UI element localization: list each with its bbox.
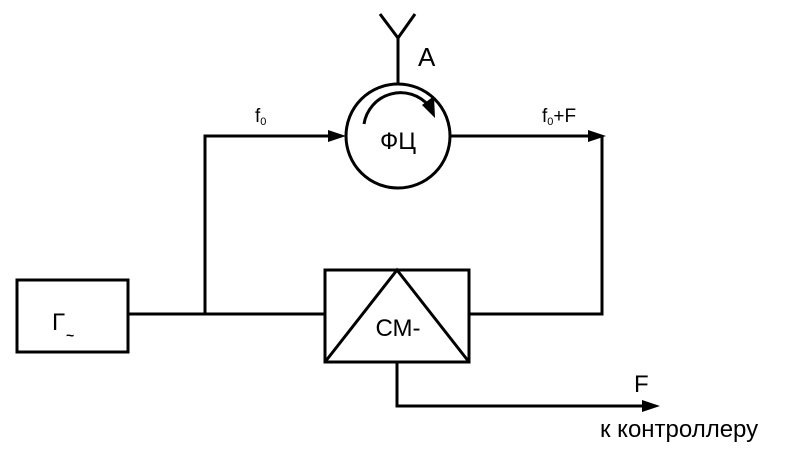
generator-block	[15, 278, 130, 354]
mixer-triangle	[323, 267, 471, 363]
antenna-left-arm	[378, 13, 400, 39]
wire-to-controller	[395, 362, 645, 408]
wire-to-circulator-input	[203, 134, 334, 314]
antenna	[378, 13, 417, 84]
arrow-to-controller	[642, 400, 660, 412]
output-frequency-F-label: F	[634, 371, 649, 398]
input-frequency-label: f0	[255, 106, 266, 128]
antenna-right-arm	[396, 13, 417, 39]
generator-label: Г	[52, 309, 65, 336]
wire-return-to-mixer	[469, 136, 604, 316]
circulator-label: ФЦ	[380, 128, 416, 155]
antenna-label: A	[418, 42, 436, 72]
circulator-rotation-arrowhead	[422, 96, 435, 118]
circulator-rotation-arc	[362, 91, 431, 125]
arrow-circulator-output	[588, 130, 606, 142]
generator-ac-symbol: ~	[66, 327, 74, 343]
destination-label: к контроллеру	[600, 416, 758, 443]
mixer-label: СМ-	[375, 315, 420, 342]
output-frequency-label: f0+F	[542, 106, 576, 128]
arrow-into-circulator	[328, 130, 346, 142]
